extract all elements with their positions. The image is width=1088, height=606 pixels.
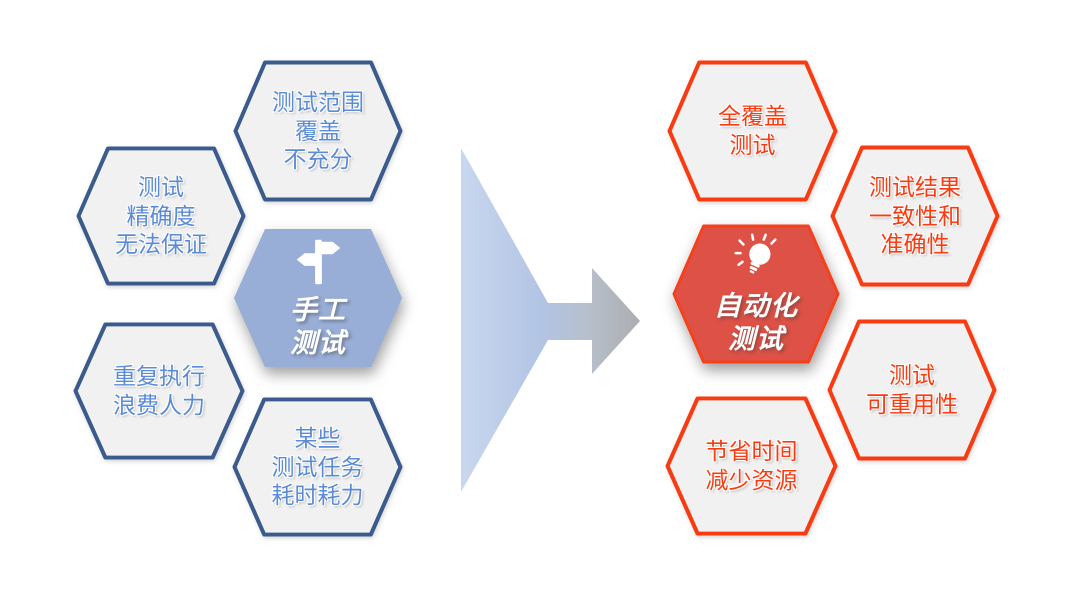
hexagon-label: 测试范围 覆盖 不充分 xyxy=(272,88,364,173)
hexagon-label: 测试 精确度 无法保证 xyxy=(115,173,207,258)
hexagon-time-consuming-tasks: 某些 测试任务 耗时耗力 xyxy=(232,397,403,537)
hexagon-repeated-execution: 重复执行 浪费人力 xyxy=(73,322,245,460)
hexagon-label: 测试结果 一致性和 准确性 xyxy=(869,173,961,258)
hexagon-result-consistency: 测试结果 一致性和 准确性 xyxy=(830,145,1000,287)
hexagon-label: 节省时间 减少资源 xyxy=(705,438,798,493)
hexagon-full-coverage: 全覆盖 测试 xyxy=(667,60,838,202)
hexagon-save-time-resources: 节省时间 减少资源 xyxy=(665,396,838,536)
bulb-icon xyxy=(727,232,785,284)
hexagon-test-reusability: 测试 可重用性 xyxy=(827,319,997,461)
hexagon-automated-testing: 自动化 测试 xyxy=(672,224,840,364)
hexagon-label: 全覆盖 测试 xyxy=(718,103,787,158)
signpost-icon xyxy=(289,236,347,288)
hexagon-manual-testing: 手工 测试 xyxy=(233,228,403,368)
hexagon-test-scope-coverage: 测试范围 覆盖 不充分 xyxy=(233,60,403,202)
hexagon-test-accuracy: 测试 精确度 无法保证 xyxy=(76,146,246,286)
hexagon-label: 重复执行 浪费人力 xyxy=(113,363,205,418)
transition-arrow xyxy=(450,138,650,503)
hexagon-label: 自动化 测试 xyxy=(714,291,798,354)
hexagon-label: 手工 测试 xyxy=(290,295,346,358)
hexagon-label: 测试 可重用性 xyxy=(866,362,958,417)
hexagon-label: 某些 测试任务 耗时耗力 xyxy=(271,424,364,509)
